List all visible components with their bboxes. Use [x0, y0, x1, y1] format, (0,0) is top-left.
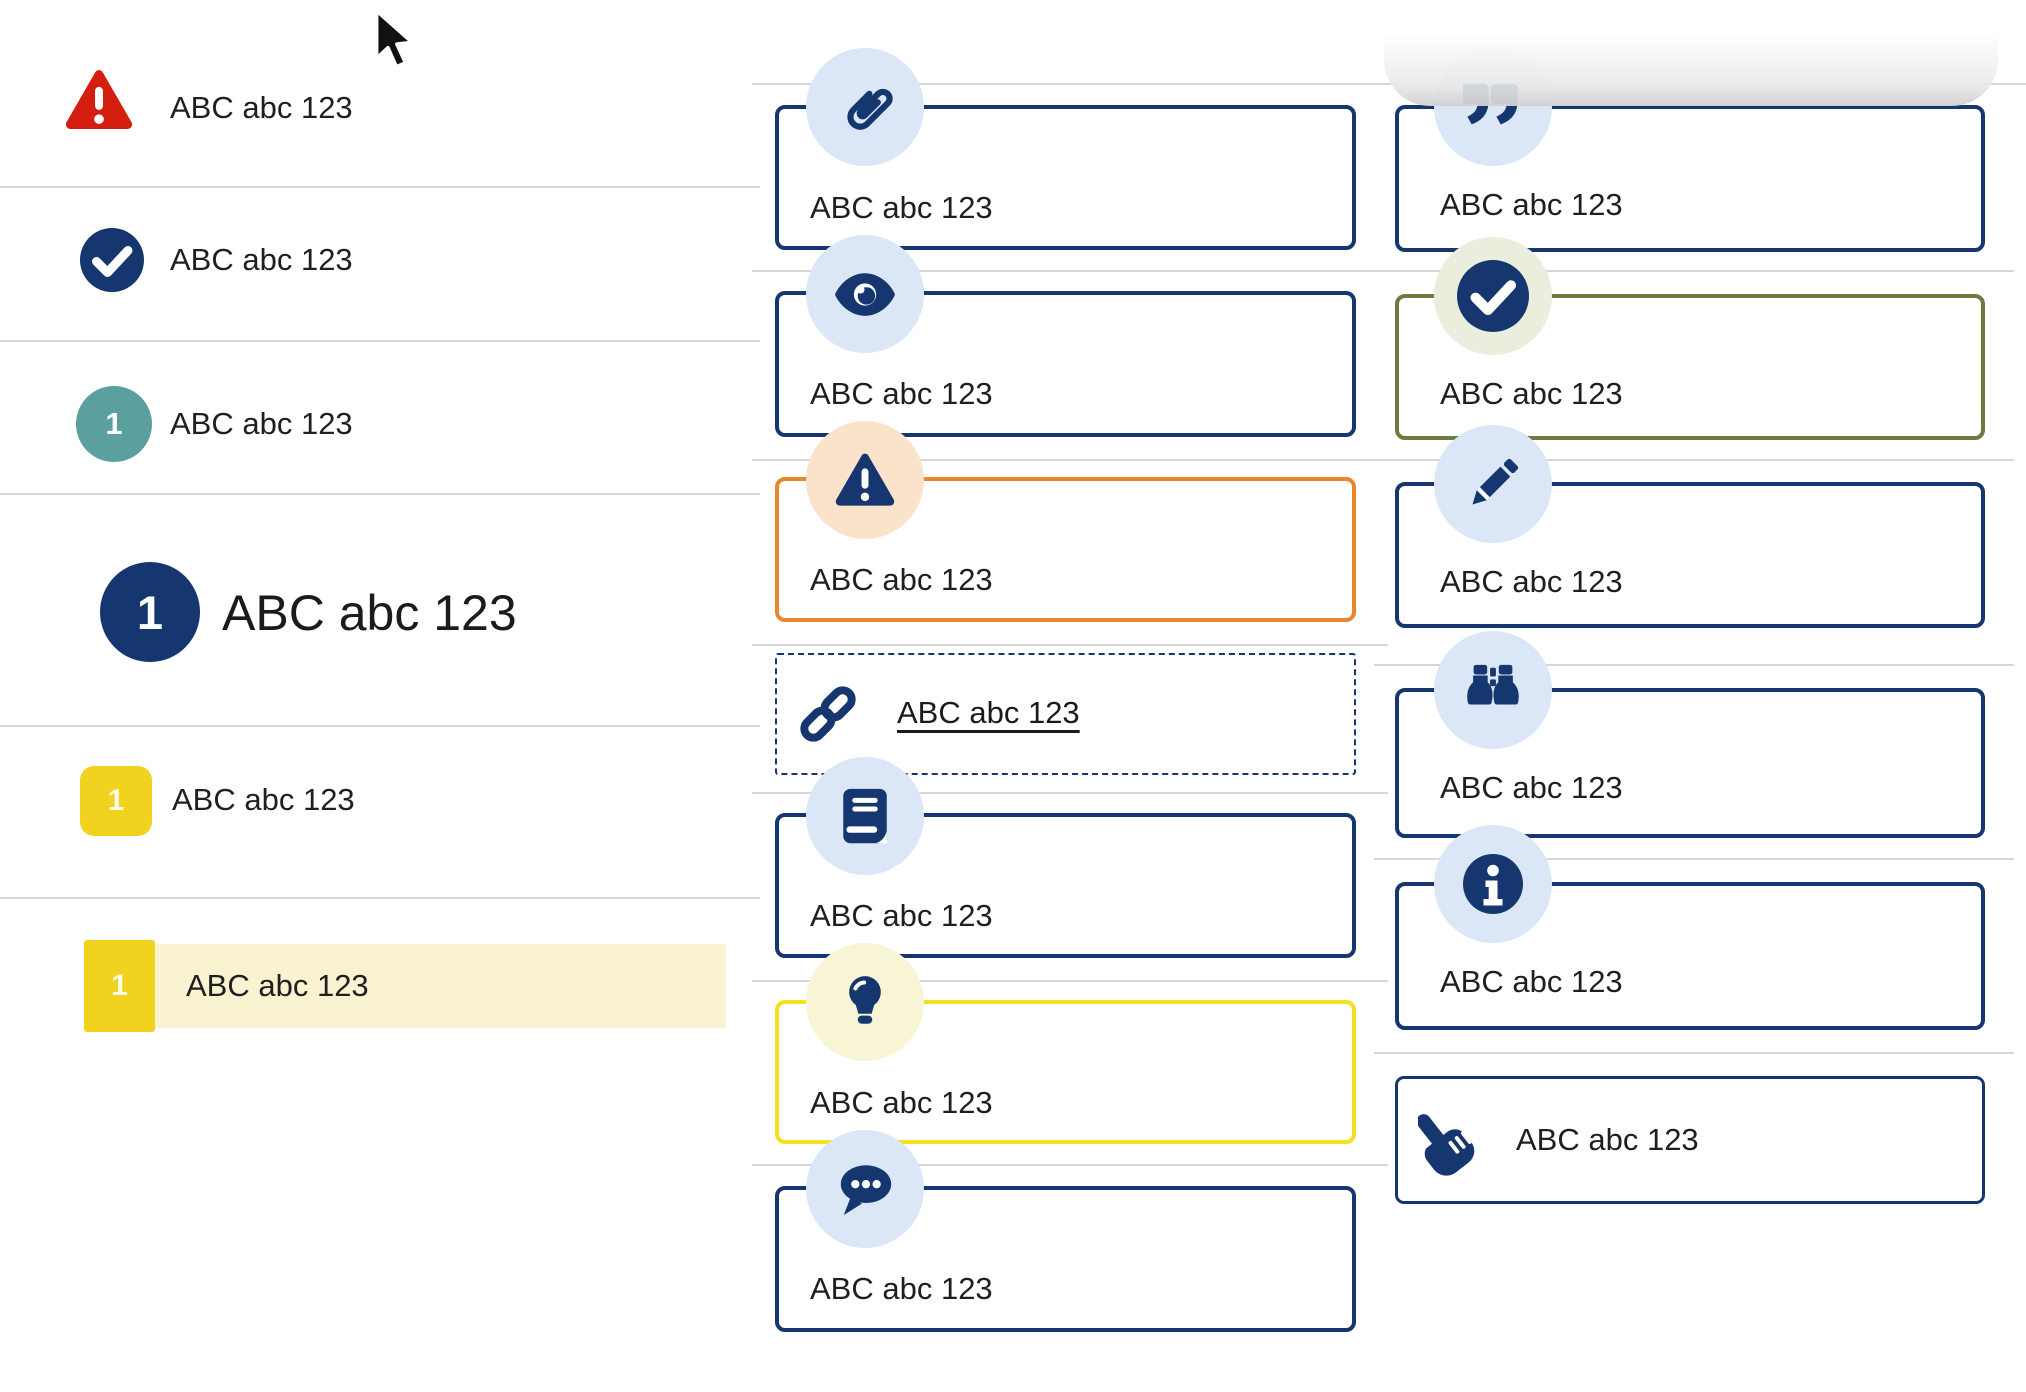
icon-circle — [806, 1130, 924, 1248]
info-icon — [1463, 854, 1523, 914]
link-icon — [800, 686, 856, 742]
badge-number: 1 — [105, 406, 123, 441]
scrolled-panel-bottom-edge — [1384, 0, 1998, 106]
section-heading: ABC abc 123 — [222, 585, 517, 641]
divider — [752, 270, 2014, 272]
callout-link[interactable]: ABC abc 123 — [897, 695, 1080, 730]
mouse-cursor — [374, 8, 415, 69]
icon-circle — [1434, 425, 1552, 543]
callout-label: ABC abc 123 — [1440, 187, 1623, 222]
pencil-icon — [1472, 458, 1519, 505]
callout-label: ABC abc 123 — [1440, 564, 1623, 599]
callout-box-warning — [775, 477, 1356, 622]
yellow-number-badge: 1 — [80, 766, 152, 836]
callout-label: ABC abc 123 — [810, 376, 993, 411]
divider — [0, 897, 760, 899]
divider — [0, 340, 760, 342]
callout-box-hand — [1395, 1076, 1985, 1204]
callout-label: ABC abc 123 — [1440, 964, 1623, 999]
link-callout-box — [775, 653, 1356, 775]
alert-triangle-icon — [65, 70, 133, 129]
callout-box-eye — [775, 291, 1356, 437]
binoculars-icon — [1467, 664, 1519, 705]
callout-label: ABC abc 123 — [1516, 1122, 1699, 1157]
list-item-label: ABC abc 123 — [172, 782, 355, 817]
callout-label: ABC abc 123 — [810, 562, 993, 597]
teal-number-badge: 1 — [76, 386, 152, 462]
list-item-label: ABC abc 123 — [170, 242, 353, 277]
warning-icon — [835, 453, 895, 506]
eye-icon — [834, 272, 896, 316]
callout-label: ABC abc 123 — [810, 898, 993, 933]
divider — [752, 1164, 1388, 1166]
navy-number-badge: 1 — [100, 562, 200, 662]
divider — [1374, 664, 2014, 666]
icon-circle — [806, 757, 924, 875]
divider — [752, 792, 1388, 794]
callout-label: ABC abc 123 — [810, 1271, 993, 1306]
divider — [752, 83, 2026, 85]
list-item-label: ABC abc 123 — [170, 90, 353, 125]
callout-label: ABC abc 123 — [1440, 770, 1623, 805]
lightbulb-icon — [849, 976, 881, 1024]
book-icon — [843, 788, 887, 844]
icon-circle — [1434, 825, 1552, 943]
icon-circle — [806, 48, 924, 166]
divider — [752, 459, 2014, 461]
divider — [752, 980, 1388, 982]
hand-pointer-icon — [1418, 1114, 1475, 1176]
badge-number: 1 — [136, 585, 164, 639]
check-circle-icon — [80, 228, 144, 292]
icon-circle — [1434, 631, 1552, 749]
divider — [0, 493, 760, 495]
icon-circle — [1434, 237, 1552, 355]
icon-circle — [806, 943, 924, 1061]
icon-circle — [806, 235, 924, 353]
callout-label: ABC abc 123 — [1440, 376, 1623, 411]
divider — [0, 725, 760, 727]
divider — [0, 186, 760, 188]
divider — [1374, 1052, 2014, 1054]
list-item-label: ABC abc 123 — [170, 406, 353, 441]
callout-label: ABC abc 123 — [810, 1085, 993, 1120]
badge-number: 1 — [107, 784, 125, 817]
list-item-label: ABC abc 123 — [186, 968, 369, 1003]
paperclip-icon — [847, 88, 893, 130]
chat-icon — [840, 1165, 892, 1216]
callout-label: ABC abc 123 — [810, 190, 993, 225]
divider — [1374, 858, 2014, 860]
badge-number: 1 — [111, 969, 128, 1002]
highlighted-row-band — [155, 944, 726, 1028]
check-circle-icon — [1457, 260, 1529, 332]
icon-circle — [806, 421, 924, 539]
yellow-number-badge: 1 — [84, 940, 155, 1032]
divider — [752, 644, 1388, 646]
